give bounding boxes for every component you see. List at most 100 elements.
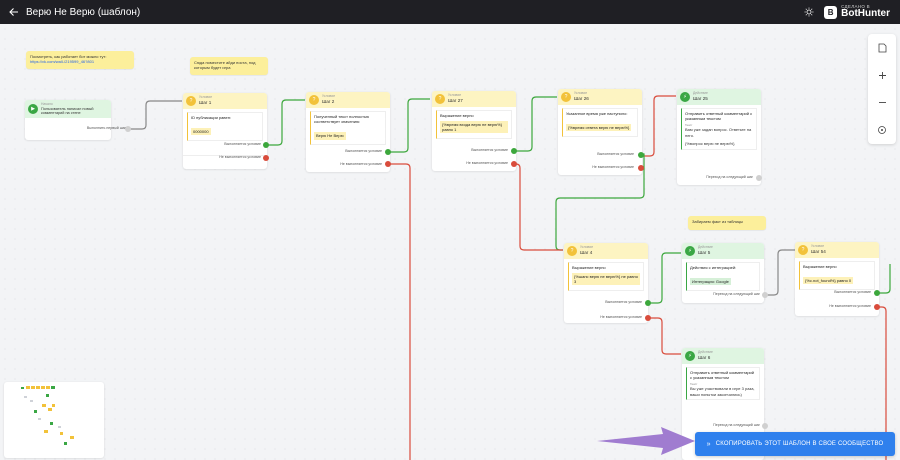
link-step27-step26 — [514, 96, 557, 152]
page-icon[interactable] — [873, 39, 891, 57]
action-sub-label: Текст — [685, 123, 693, 128]
step-27-no-port[interactable] — [511, 161, 517, 167]
step-1-no-port[interactable] — [263, 155, 269, 161]
theme-toggle-sun-icon[interactable] — [802, 5, 816, 19]
condition-value: {%c.not_found%} равно 0 — [803, 277, 854, 285]
zoom-out-icon[interactable] — [873, 94, 891, 112]
link-step26-step25 — [641, 95, 676, 157]
step-54-no-port[interactable] — [874, 304, 880, 310]
node-action-body: Отправить ответный комментарий с указанн… — [681, 108, 757, 150]
note-fact-table[interactable]: Забираем факт из таблицы — [688, 216, 766, 230]
node-type: Действие — [693, 91, 708, 96]
condition-icon: ? — [798, 245, 808, 255]
step-5-out-port[interactable] — [762, 292, 768, 298]
center-target-icon[interactable] — [873, 121, 891, 139]
node-trigger-text: Пользователь написал новый комментарий н… — [41, 106, 94, 115]
condition-label: Указанное время уже наступило: — [566, 111, 628, 116]
node-condition-body: ID публикации равен: 0000000 — [187, 112, 263, 142]
zoom-in-icon[interactable] — [873, 66, 891, 84]
minimap-preview — [21, 386, 74, 445]
step-27-yes-label: Выполняется условие — [471, 148, 508, 152]
node-name: Шаг 2 — [322, 99, 335, 105]
step-4-no-label: Не выполняется условие — [600, 315, 642, 319]
start-out-port[interactable] — [125, 126, 131, 132]
condition-label: Выражение верно — [803, 264, 837, 269]
node-condition-body: Полученный текст полностью соответствует… — [310, 111, 386, 146]
node-condition-body: Указанное время уже наступило: {%время о… — [562, 108, 638, 138]
note-post-id[interactable]: Сюда поместите айди поста, под которым б… — [190, 57, 268, 75]
pointer-arrow-icon — [597, 427, 695, 455]
step-54-no-label: Не выполняется условие — [829, 304, 871, 308]
step-26-no-label: Не выполняется условие — [592, 165, 634, 169]
node-action-body: Действия с интеграцией: Интеграция: Goog… — [686, 262, 760, 292]
minimap[interactable] — [4, 382, 104, 458]
divider — [183, 155, 267, 156]
step-5-out-label: Переход на следующий шаг — [713, 292, 760, 296]
back-arrow-icon[interactable] — [4, 2, 24, 22]
node-action-body: Отправить ответный комментарий с указанн… — [686, 367, 760, 401]
action-label: Отправить ответный комментарий с указанн… — [685, 111, 753, 122]
action-icon: ⚡ — [680, 92, 690, 102]
condition-value: {%время ответа верю не верю%} — [566, 124, 632, 132]
integration-value: Интеграция: Google — [690, 278, 731, 286]
brand-logo[interactable]: B СДЕЛАНО В BotHunter — [824, 4, 890, 20]
condition-label: ID публикации равен: — [191, 115, 232, 120]
node-name: Шаг 27 — [448, 98, 463, 104]
link-step2-step27 — [388, 98, 430, 153]
condition-icon: ? — [309, 95, 319, 105]
copy-template-button[interactable]: » СКОПИРОВАТЬ ЭТОТ ШАБЛОН В СВОЕ СООБЩЕС… — [695, 432, 895, 456]
condition-label: Выражение верно — [572, 265, 606, 270]
link-step1-step2 — [266, 99, 305, 146]
step-54-yes-port[interactable] — [874, 290, 880, 296]
start-out-label: Выполнить первый шаг — [86, 126, 126, 130]
start-icon: ▶ — [28, 104, 38, 114]
node-condition-body: Выражение верно {%c.not_found%} равно 0 — [799, 261, 875, 291]
node-name: Шаг 4 — [580, 250, 593, 256]
step-2-no-port[interactable] — [385, 161, 391, 167]
node-name: Шаг 6 — [698, 355, 711, 361]
condition-value: Верю Не Верю — [314, 132, 346, 140]
node-start[interactable]: ▶ Начало Пользователь написал новый комм… — [25, 100, 111, 140]
node-type: Действие — [698, 245, 713, 250]
link-step4-step5 — [648, 252, 681, 304]
node-name: Шаг 54 — [811, 249, 826, 255]
note-text: Забираем факт из таблицы — [692, 219, 743, 224]
note-how-it-works[interactable]: Посмотреть, как работает бот можно тут: … — [26, 51, 134, 69]
condition-icon: ? — [435, 94, 445, 104]
condition-value: 0000000 — [191, 128, 211, 136]
flow-canvas[interactable]: Посмотреть, как работает бот можно тут: … — [0, 24, 900, 460]
step-2-no-label: Не выполняется условие — [340, 162, 382, 166]
link-start-step1 — [128, 100, 182, 130]
step-25-out-port[interactable] — [756, 175, 762, 181]
step-26-yes-port[interactable] — [638, 152, 644, 158]
link-step2-no — [388, 163, 411, 460]
step-2-yes-port[interactable] — [385, 149, 391, 155]
node-name: Шаг 5 — [698, 250, 711, 256]
step-1-yes-port[interactable] — [263, 142, 269, 148]
step-27-yes-port[interactable] — [511, 148, 517, 154]
step-6-out-port[interactable] — [762, 423, 768, 429]
node-condition-body: Выражение верно {%время входа верю не ве… — [436, 110, 512, 140]
node-type: Начало — [41, 101, 53, 106]
step-4-no-port[interactable] — [645, 315, 651, 321]
action-icon: ⚡ — [685, 351, 695, 361]
step-4-yes-port[interactable] — [645, 300, 651, 306]
page-title: Верю Не Верю (шаблон) — [26, 6, 141, 18]
condition-value: {%шанс верю не верю%} не равно 3 — [572, 273, 640, 286]
step-26-no-port[interactable] — [638, 165, 644, 171]
note-link[interactable]: https://vk.com/wall-/219599_46?801 — [30, 59, 95, 65]
note-text: Сюда поместите айди поста, под которым б… — [194, 60, 256, 71]
link-step4-step6 — [648, 317, 681, 355]
connection-lines — [128, 95, 891, 460]
canvas-toolbar — [868, 34, 896, 144]
step-6-out-label: Переход на следующий шаг — [713, 423, 760, 427]
link-step5-step54 — [765, 249, 795, 296]
